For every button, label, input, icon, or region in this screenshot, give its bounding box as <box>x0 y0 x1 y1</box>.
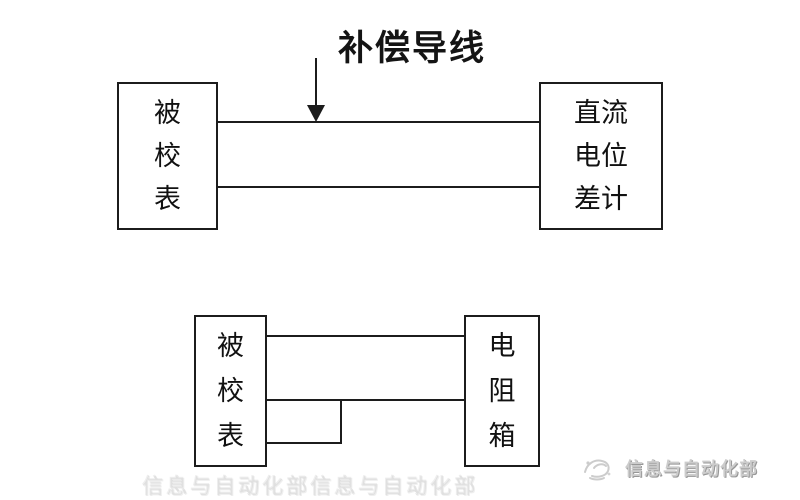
top-wire-lower <box>218 186 539 188</box>
meter-under-test-box-bottom: 被校表 <box>194 315 267 467</box>
dc-potentiometer-box: 直流电位差计 <box>539 82 663 230</box>
down-arrow-shaft <box>315 58 317 107</box>
top-wire-upper <box>218 121 539 123</box>
watermark-text: 信息与自动化部 <box>625 459 758 480</box>
compensation-wire-label: 补偿导线 <box>337 29 486 69</box>
meter-under-test-label-bottom: 被校表 <box>217 330 244 452</box>
bottom-wire-middle <box>267 399 464 401</box>
down-arrow-head <box>307 105 325 122</box>
meter-under-test-label-top: 被校表 <box>154 97 181 215</box>
watermark: 信息与自动化部 <box>580 450 758 486</box>
dove-logo-icon <box>584 459 611 481</box>
meter-under-test-box-top: 被校表 <box>117 82 218 230</box>
bottom-wire-jog-vertical <box>340 399 342 444</box>
resistance-box: 电阻箱 <box>464 315 540 467</box>
bottom-wire-stub <box>267 442 342 444</box>
ghost-watermark-text: 信息与自动化部信息与自动化部 <box>142 474 478 496</box>
resistance-box-label: 电阻箱 <box>488 330 516 452</box>
dc-potentiometer-label: 直流电位差计 <box>574 97 628 215</box>
bottom-wire-upper <box>267 335 464 337</box>
